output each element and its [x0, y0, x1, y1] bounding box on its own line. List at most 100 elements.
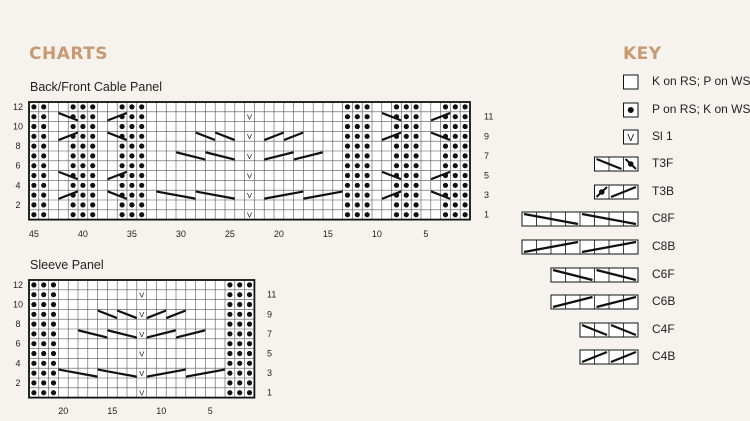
purl-dot [41, 192, 47, 198]
row-label-right: 7 [484, 151, 489, 161]
purl-dot [344, 143, 351, 149]
purl-dot [413, 163, 419, 169]
purl-dot [627, 107, 634, 113]
cable-stroke [185, 368, 226, 378]
cable-stroke [381, 131, 402, 141]
purl-dot [31, 192, 37, 198]
column-label: 5 [208, 406, 213, 416]
column-label: 15 [323, 229, 333, 239]
cable-stroke [58, 131, 79, 141]
purl-dot [364, 153, 370, 159]
column-label: 30 [176, 229, 186, 239]
purl-dot [50, 341, 57, 347]
purl-dot [246, 390, 253, 396]
cable-stroke [430, 190, 451, 200]
cable-panel-title: Back/Front Cable Panel [30, 80, 163, 94]
purl-dot [344, 133, 351, 139]
purl-dot [41, 202, 47, 208]
purl-dot [139, 123, 145, 130]
purl-dot [237, 370, 243, 376]
purl-dot [139, 202, 145, 208]
purl-dot [41, 301, 47, 308]
purl-dot [139, 182, 145, 188]
purl-dot [129, 143, 135, 149]
purl-dot [41, 182, 47, 188]
cable-stroke [97, 309, 118, 319]
purl-dot [41, 341, 47, 347]
purl-dot [80, 163, 86, 169]
key-label: C6B [652, 294, 676, 308]
purl-dot [31, 341, 37, 347]
purl-dot [403, 143, 409, 149]
purl-dot [31, 202, 37, 208]
purl-dot [227, 301, 233, 308]
cable-stroke [146, 309, 167, 319]
key-label: T3F [652, 156, 674, 170]
purl-dot [50, 380, 57, 386]
purl-dot [442, 163, 449, 169]
purl-dot [90, 143, 96, 149]
row-label-left: 10 [13, 300, 23, 310]
purl-dot [41, 163, 47, 169]
purl-dot [442, 202, 449, 208]
purl-dot [70, 212, 76, 218]
cable-stroke [58, 190, 79, 200]
row-label-left: 10 [13, 122, 23, 132]
key-label: C8F [652, 211, 675, 225]
slip-symbol: V [139, 310, 144, 319]
key-label: C4F [652, 322, 675, 336]
cable-stroke [107, 190, 128, 200]
purl-dot [50, 370, 57, 376]
key-item-c6b [550, 294, 639, 310]
key-symbol-box [623, 129, 639, 145]
cable-stroke [264, 151, 294, 161]
slip-symbol: V [139, 389, 144, 398]
purl-dot [413, 143, 419, 149]
cable-stroke [166, 309, 186, 319]
purl-dot [31, 182, 37, 188]
slip-symbol: V [247, 113, 252, 122]
purl-dot [364, 172, 370, 179]
purl-dot [462, 143, 468, 149]
purl-dot [403, 192, 409, 198]
purl-dot [246, 301, 253, 308]
cable-stroke [58, 368, 98, 378]
purl-dot [31, 292, 37, 298]
purl-dot [452, 202, 458, 208]
slip-symbol: V [247, 211, 252, 220]
key-item-purl [623, 102, 639, 118]
row-label-right: 1 [267, 388, 272, 398]
purl-dot [41, 212, 47, 218]
key-label: C8B [652, 239, 676, 253]
row-label-left: 2 [15, 200, 20, 210]
purl-dot [246, 380, 253, 386]
purl-dot [344, 163, 351, 169]
purl-dot [41, 311, 47, 317]
purl-dot [31, 390, 37, 396]
purl-dot [227, 341, 233, 347]
purl-dot [354, 123, 360, 130]
purl-dot [31, 133, 37, 139]
purl-dot [80, 104, 86, 110]
purl-dot [227, 380, 233, 386]
purl-dot [246, 331, 253, 337]
purl-dot [403, 114, 409, 120]
purl-dot [227, 311, 233, 317]
purl-dot [413, 182, 419, 188]
purl-dot [364, 133, 370, 139]
cable-stroke [156, 190, 196, 200]
row-label-right: 3 [267, 368, 272, 378]
purl-dot [50, 360, 57, 366]
purl-dot [31, 163, 37, 169]
cable-stroke [205, 151, 235, 161]
key-label: P on RS; K on WS [652, 102, 750, 116]
cable-stroke [523, 240, 579, 254]
purl-dot [237, 390, 243, 396]
key-label: K on RS; P on WS [652, 74, 750, 88]
row-label-left: 6 [15, 161, 20, 171]
cable-stroke [581, 240, 637, 254]
purl-dot [129, 153, 135, 159]
purl-dot [90, 202, 96, 208]
